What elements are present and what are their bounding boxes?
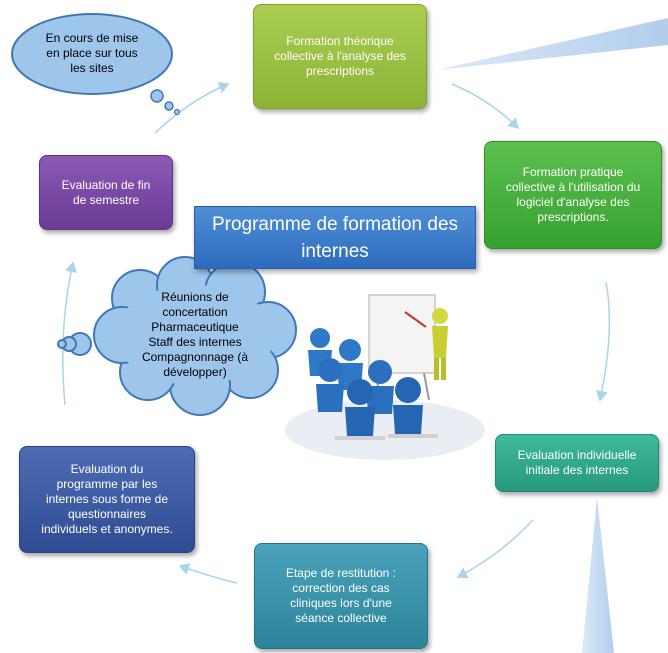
arrow-step3-to-step4 [456,519,534,579]
arrow-step6-to-step1 [154,81,230,134]
callout-pointer-bottom-right [582,497,614,653]
speech-bubble-text: En cours de mise en place sur tous les s… [45,31,139,75]
callout-pointer-top-right [437,18,668,70]
thought-cloud-text: Réunions de concertation Pharmaceutique … [141,290,249,379]
step-evaluation-programme-text: Evaluation du programme par les internes… [41,462,173,536]
step-formation-pratique-text: Formation pratique collective à l'utilis… [505,165,641,224]
thought-cloud [57,256,297,416]
step-evaluation-fin-semestre: Evaluation de fin de semestre [39,155,173,230]
step-evaluation-programme: Evaluation du programme par les internes… [19,446,195,553]
step-evaluation-initiale-text: Evaluation individuelle initiale des int… [517,448,637,477]
step-formation-pratique: Formation pratique collective à l'utilis… [484,141,662,249]
presentation-people-icon [285,294,485,460]
arrow-step5-to-step6 [62,261,77,406]
step-evaluation-fin-semestre-text: Evaluation de fin de semestre [61,177,151,207]
diagram-title: Programme de formation des internes [194,206,476,269]
arrow-step4-to-step5 [178,563,238,584]
step-formation-theorique-text: Formation théorique collective à l'analy… [274,34,406,78]
step-restitution: Etape de restitution : correction des ca… [254,543,428,649]
step-evaluation-initiale: Evaluation individuelle initiale des int… [495,434,659,492]
arrow-step2-to-step3 [596,281,611,402]
step-restitution-text: Etape de restitution : correction des ca… [285,566,397,625]
arrow-step1-to-step2 [451,83,520,130]
step-formation-theorique: Formation théorique collective à l'analy… [253,4,427,109]
speech-bubble [11,13,181,116]
